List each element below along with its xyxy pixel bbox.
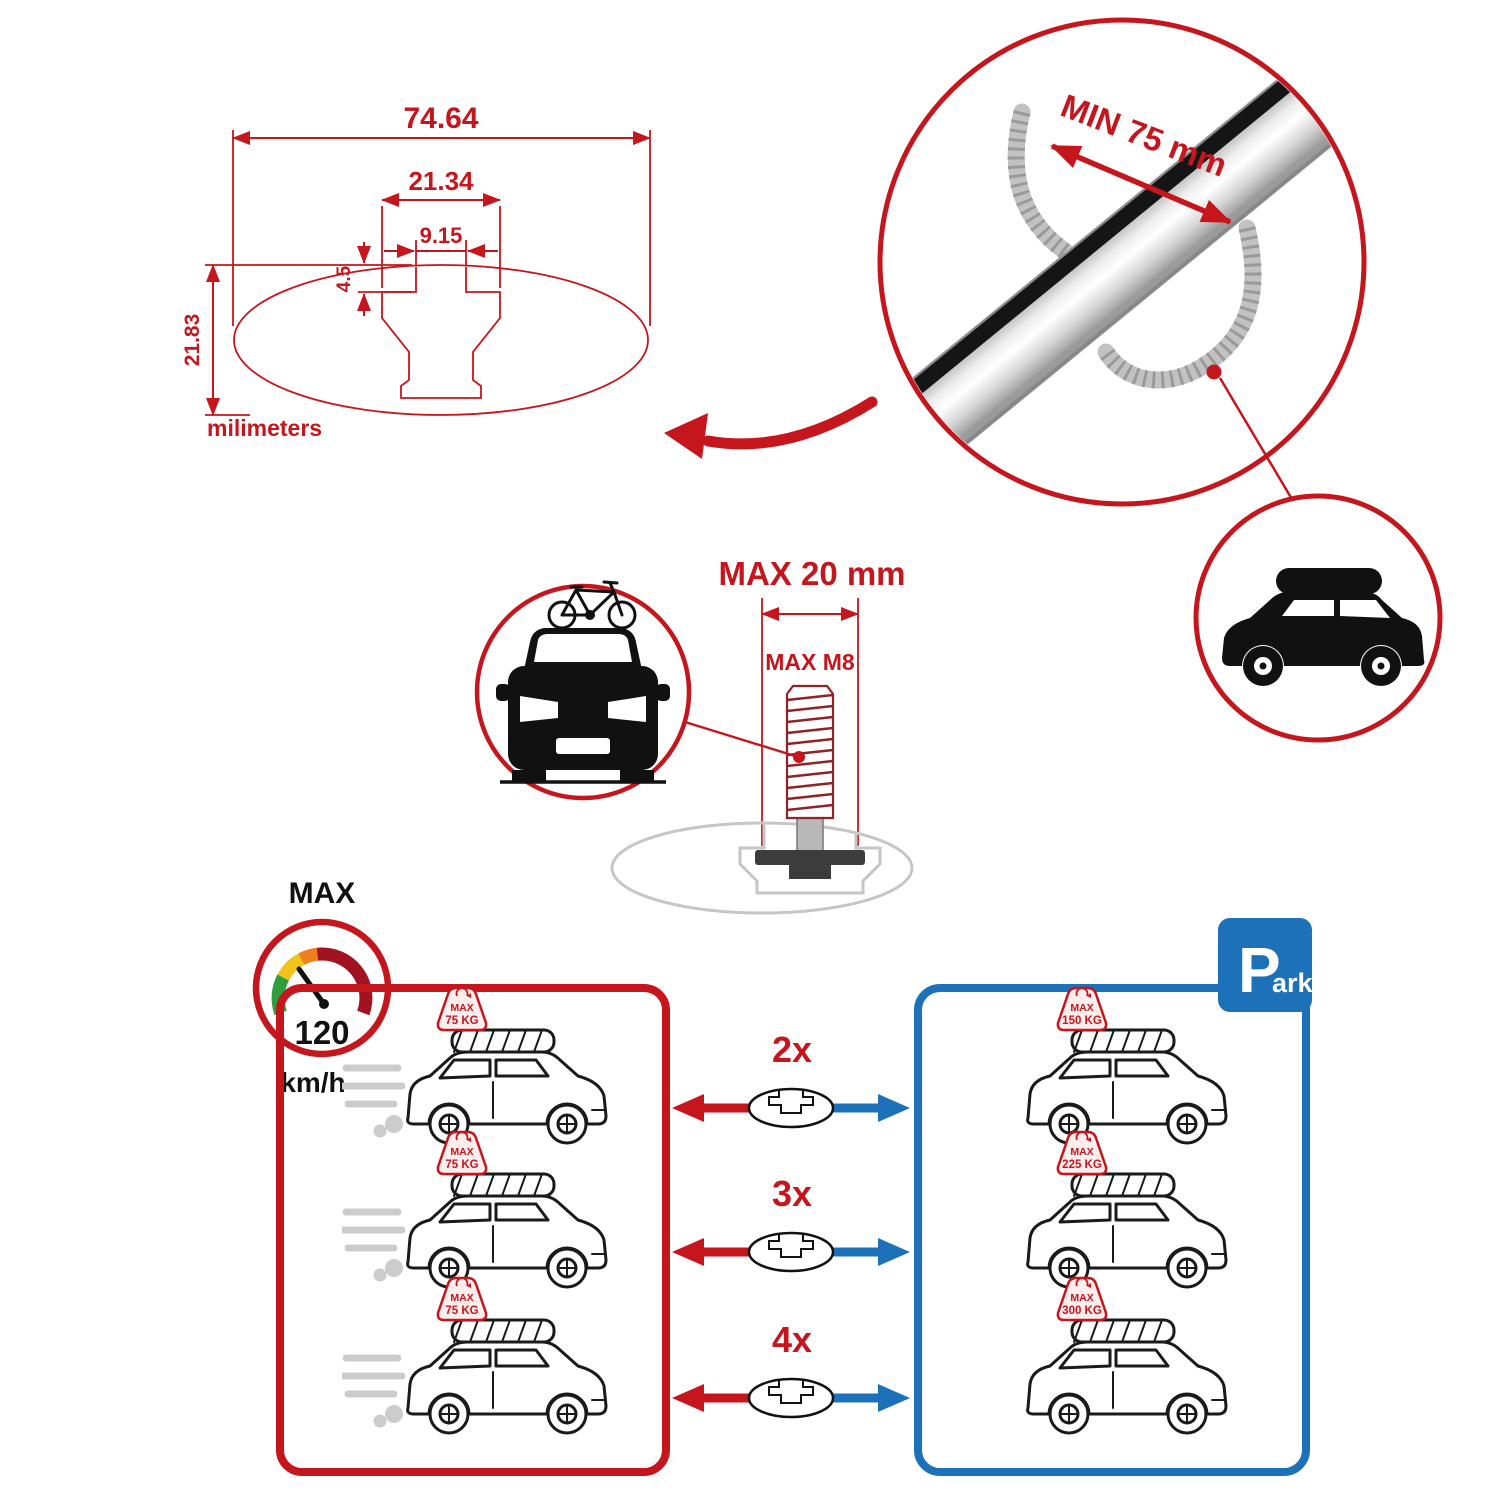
pointer-arrowhead (664, 413, 708, 459)
bolt-t-flange (755, 850, 865, 865)
tag-line2: 225 KG (1062, 1159, 1102, 1171)
gauge-value: 120 (294, 1014, 349, 1051)
driving-car-3 (406, 1318, 608, 1435)
multiplier-column: 2x 3x 4x (672, 1029, 910, 1419)
blue-arrowhead (878, 1094, 910, 1122)
gray-profile-slot (738, 824, 882, 895)
red-arrowhead (672, 1094, 704, 1122)
tag-line2: 75 KG (445, 1015, 478, 1027)
parked-car-2 (1026, 1172, 1228, 1289)
gauge-units: km/h (280, 1067, 345, 1098)
detail-circle (877, 17, 1367, 507)
aluminum-crossbar (883, 23, 1361, 489)
dim-units-label: milimeters (207, 415, 322, 441)
parked-car-1 (1026, 1028, 1228, 1145)
tag-line1: MAX (1070, 1002, 1093, 1014)
driving-car-1 (406, 1028, 608, 1145)
park-sign (1218, 918, 1312, 1012)
t-bolt (755, 684, 865, 879)
parked-car-3 (1026, 1318, 1228, 1435)
dim-slot-width: 9.15 (420, 223, 463, 248)
tag-line1: MAX (450, 1146, 473, 1158)
red-arrowhead (672, 1238, 704, 1266)
dim-channel-width: 21.34 (408, 166, 474, 196)
bolt-callout-line (684, 720, 796, 758)
dim-lip-depth: 4.5 (334, 265, 355, 292)
gray-profile-ellipse (610, 821, 914, 915)
bolt-thread-label: MAX M8 (765, 649, 855, 675)
tag-line2: 150 KG (1062, 1015, 1102, 1027)
pointer-arrow (664, 396, 878, 459)
blue-panel-border (914, 984, 1310, 1476)
min-span-arrow (1050, 143, 1232, 225)
bar-profile-icon (747, 1087, 835, 1129)
car-bike-badge (474, 580, 692, 801)
bar-profile-icon (747, 1377, 835, 1419)
profile-t-slot (381, 267, 501, 399)
multiplier-label: 4x (772, 1319, 812, 1360)
tag-line2: 300 KG (1062, 1305, 1102, 1317)
park-sign-rest: ark (1272, 968, 1314, 998)
gauge-max-label: MAX (289, 877, 356, 910)
blue-arrowhead (878, 1384, 910, 1412)
dim-total-height: 21.83 (181, 314, 204, 367)
roof-box (1276, 568, 1382, 594)
park-sign-initial: P (1238, 934, 1281, 1006)
min-span-label: MIN 75 mm (1056, 87, 1232, 184)
tag-line1: MAX (1070, 1292, 1093, 1304)
clamp-callout-dot (1206, 364, 1222, 380)
bolt-max-width-label: MAX 20 mm (718, 555, 905, 592)
multiplier-label: 3x (772, 1173, 812, 1214)
driving-load-panel: MAX 75 KG MAX 75 KG MAX 75 KG (276, 984, 670, 1476)
multiplier-label: 2x (772, 1029, 812, 1070)
bar-profile-icon (747, 1231, 835, 1273)
parked-load-panel: P ark MAX 150 KG MAX 225 KG MAX 300 KG (914, 918, 1314, 1476)
dim-total-width: 74.64 (403, 102, 478, 135)
tag-line1: MAX (450, 1002, 473, 1014)
crossbar-clamp-detail: MIN 75 mm (877, 17, 1367, 507)
suv-roofbox-badge (1193, 493, 1443, 743)
car-front-icon (496, 628, 670, 784)
tag-line1: MAX (1070, 1146, 1093, 1158)
bolt-detail: MAX 20 mm MAX M8 (610, 555, 914, 915)
blue-arrowhead (878, 1238, 910, 1266)
crossbar-dimension-drawing: 74.64 21.34 9.15 4.5 21.83 milimeters (181, 102, 651, 441)
tag-line2: 75 KG (445, 1305, 478, 1317)
bar-rubber-channel (883, 23, 1361, 417)
tag-line1: MAX (450, 1292, 473, 1304)
suv-silhouette (1222, 568, 1425, 686)
profile-ellipse (233, 264, 649, 416)
tag-line2: 75 KG (445, 1159, 478, 1171)
red-arrowhead (672, 1384, 704, 1412)
bolt-callout-dot (793, 751, 805, 763)
callout-line (1218, 377, 1298, 507)
driving-car-2 (406, 1172, 608, 1289)
